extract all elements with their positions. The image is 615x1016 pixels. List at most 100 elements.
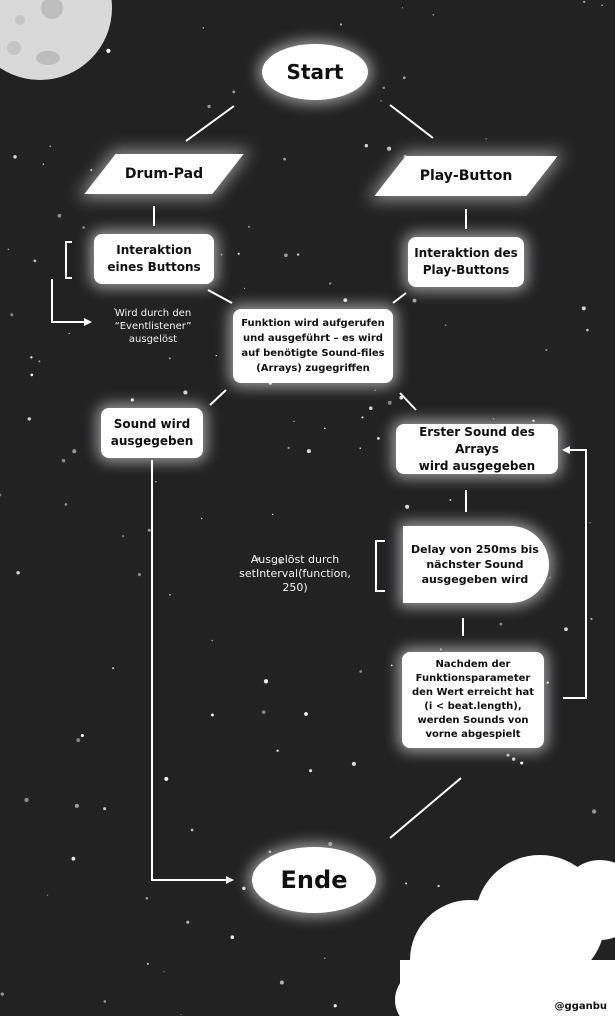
star bbox=[545, 349, 548, 351]
arrowheads bbox=[84, 318, 570, 884]
star bbox=[402, 76, 406, 80]
star bbox=[242, 886, 246, 891]
star bbox=[33, 259, 37, 263]
star bbox=[284, 253, 288, 258]
star bbox=[387, 400, 392, 405]
star bbox=[309, 769, 313, 773]
star bbox=[210, 713, 214, 717]
star bbox=[271, 557, 274, 559]
interaktion-button-node: Interaktion eines Buttons bbox=[94, 234, 214, 284]
star bbox=[38, 360, 41, 363]
star bbox=[180, 1013, 182, 1016]
star bbox=[374, 389, 377, 392]
star bbox=[492, 417, 495, 420]
star bbox=[169, 593, 171, 596]
star bbox=[200, 517, 203, 520]
watermark-handle: @gganbu bbox=[554, 1001, 607, 1012]
star bbox=[590, 617, 593, 621]
star bbox=[546, 681, 549, 684]
star bbox=[412, 298, 417, 303]
star bbox=[72, 449, 77, 454]
star bbox=[271, 513, 274, 516]
star bbox=[80, 733, 84, 738]
star bbox=[341, 575, 344, 577]
star bbox=[283, 157, 286, 161]
star bbox=[76, 738, 81, 743]
star bbox=[103, 807, 107, 811]
star bbox=[247, 225, 251, 229]
star bbox=[10, 313, 14, 317]
star bbox=[237, 252, 240, 255]
star bbox=[278, 560, 283, 565]
star bbox=[439, 648, 442, 651]
star bbox=[276, 749, 279, 752]
star bbox=[164, 776, 169, 781]
star bbox=[49, 145, 52, 148]
star bbox=[592, 809, 597, 814]
star bbox=[304, 712, 308, 716]
star bbox=[300, 569, 303, 571]
star bbox=[137, 573, 141, 577]
star bbox=[390, 664, 393, 667]
star bbox=[163, 971, 165, 973]
star bbox=[361, 416, 364, 419]
star bbox=[64, 503, 68, 506]
star bbox=[268, 850, 272, 854]
setinterval-note: Ausgelöst durch setInterval(function, 25… bbox=[239, 553, 351, 594]
erster-sound-node: Erster Sound des Arrays wird ausgegeben bbox=[396, 424, 558, 474]
star bbox=[564, 627, 568, 632]
star bbox=[333, 1004, 337, 1008]
star bbox=[324, 957, 326, 959]
star bbox=[581, 306, 586, 311]
star bbox=[90, 169, 93, 172]
star bbox=[46, 894, 49, 896]
star bbox=[405, 882, 408, 885]
star bbox=[549, 576, 551, 579]
star bbox=[506, 753, 510, 757]
star bbox=[232, 90, 236, 94]
star bbox=[343, 298, 348, 302]
star bbox=[377, 437, 380, 440]
play-button-input-node: Play-Button bbox=[374, 156, 558, 196]
interaktion-play-node: Interaktion des Play-Buttons bbox=[408, 237, 524, 287]
star bbox=[82, 226, 85, 229]
star bbox=[0, 992, 4, 996]
star bbox=[261, 710, 266, 714]
star bbox=[24, 797, 29, 803]
star bbox=[351, 761, 356, 766]
play-button-label: Play-Button bbox=[419, 168, 513, 184]
star bbox=[485, 137, 488, 140]
star bbox=[103, 1000, 107, 1003]
star bbox=[296, 253, 300, 256]
star bbox=[42, 163, 45, 165]
star bbox=[328, 842, 333, 846]
star bbox=[7, 248, 10, 251]
star bbox=[449, 499, 452, 501]
star bbox=[306, 449, 311, 454]
star bbox=[202, 27, 204, 29]
star bbox=[387, 146, 392, 151]
star bbox=[532, 419, 535, 423]
start-node: Start bbox=[262, 44, 368, 100]
cloud bbox=[395, 855, 615, 1016]
star bbox=[499, 622, 503, 626]
star bbox=[190, 828, 194, 832]
star bbox=[27, 417, 31, 421]
star bbox=[359, 670, 363, 673]
star bbox=[279, 980, 284, 985]
star bbox=[207, 104, 211, 109]
star bbox=[445, 324, 447, 326]
star bbox=[13, 155, 17, 159]
star bbox=[220, 253, 223, 256]
star bbox=[30, 356, 33, 359]
star bbox=[230, 935, 235, 940]
star bbox=[168, 357, 171, 360]
star bbox=[146, 962, 149, 965]
star bbox=[405, 504, 410, 509]
star bbox=[359, 447, 361, 449]
star bbox=[287, 446, 290, 450]
star bbox=[74, 803, 79, 808]
star bbox=[183, 390, 188, 395]
star bbox=[122, 535, 125, 538]
